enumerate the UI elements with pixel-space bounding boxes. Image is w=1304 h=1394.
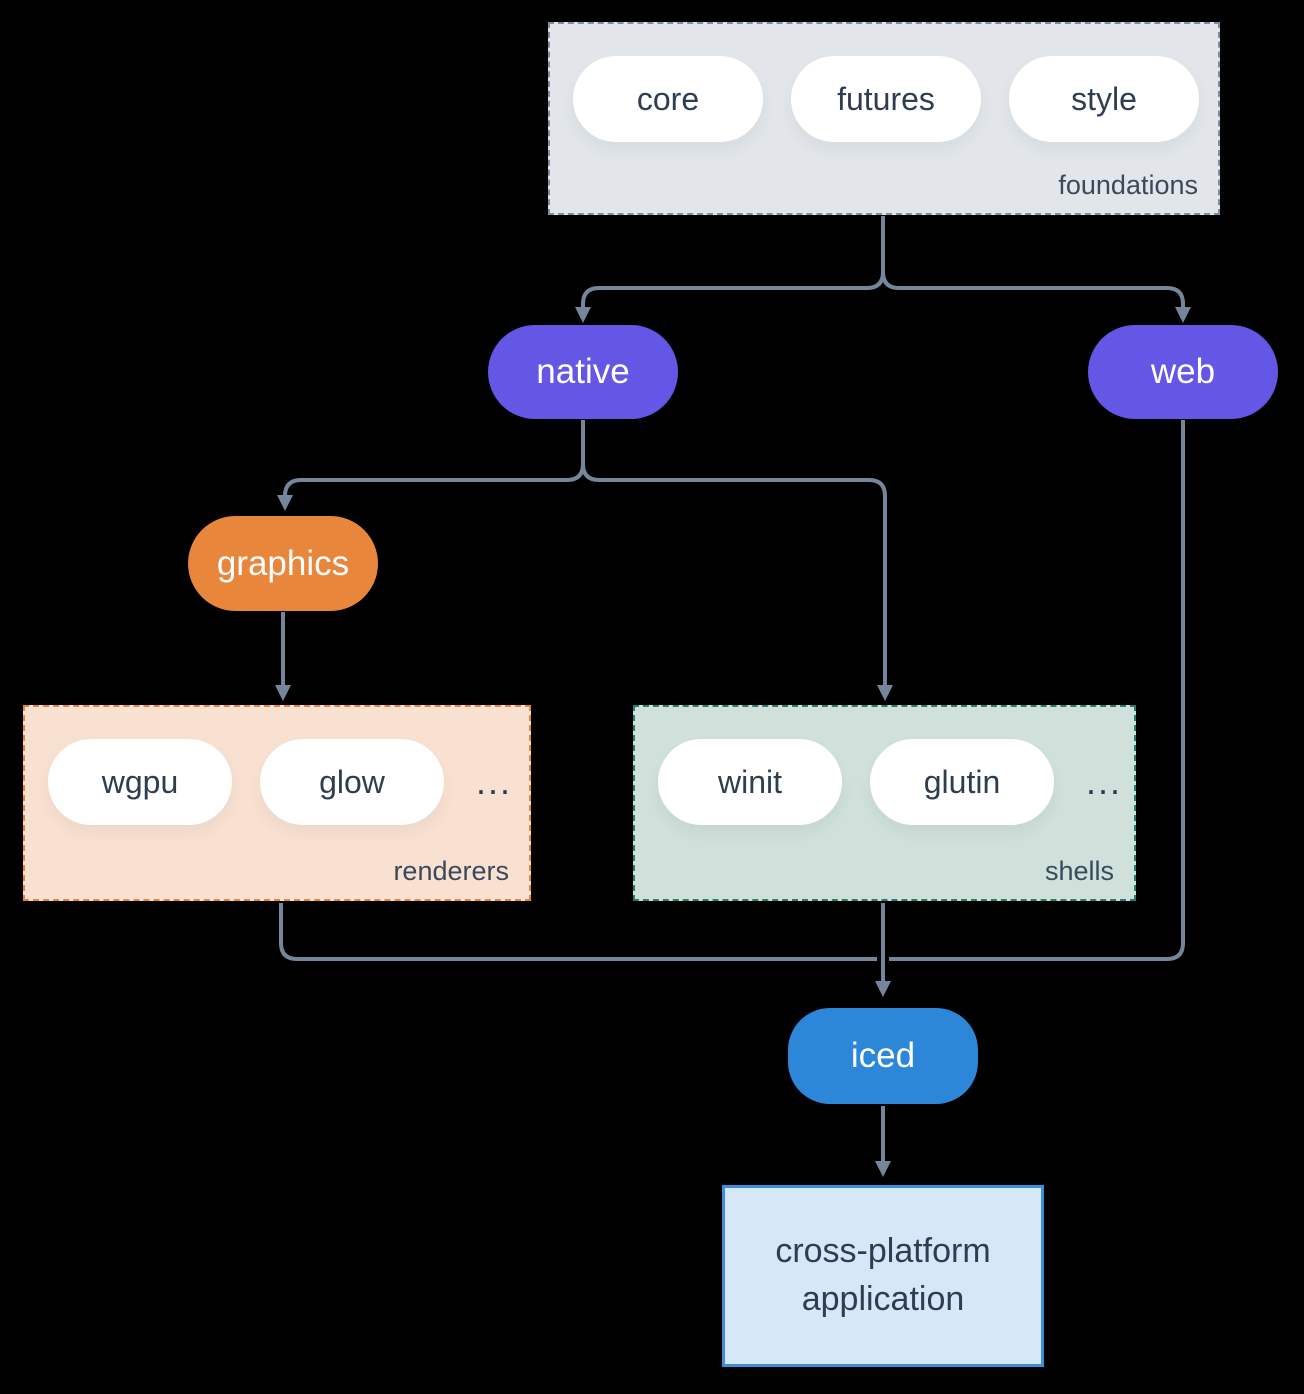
edge-native-shells <box>581 446 893 701</box>
crate-wgpu: wgpu <box>48 739 232 825</box>
node-web: web <box>1088 325 1278 419</box>
shells-group-label: shells <box>1044 856 1114 886</box>
crate-glow: glow <box>260 739 444 825</box>
node-cross-platform-application: cross-platform application <box>722 1185 1044 1367</box>
shells-pill-row: winit glutin ... <box>635 707 1134 825</box>
edge-native-graphics <box>277 420 585 511</box>
group-renderers: wgpu glow ... renderers <box>23 705 531 901</box>
crate-style: style <box>1009 56 1199 142</box>
crate-futures: futures <box>791 56 981 142</box>
edge-web-bus <box>889 420 1185 961</box>
crate-winit: winit <box>658 739 842 825</box>
edge-foundations-native <box>575 216 885 323</box>
edge-renderers-bus <box>279 903 877 961</box>
renderers-pill-row: wgpu glow ... <box>25 707 529 825</box>
renderers-ellipsis: ... <box>476 761 513 802</box>
node-iced: iced <box>788 1008 978 1104</box>
node-graphics: graphics <box>188 516 378 611</box>
group-foundations: core futures style foundations <box>548 22 1220 215</box>
node-native: native <box>488 325 678 419</box>
foundations-pill-row: core futures style <box>550 24 1218 142</box>
application-label: cross-platform application <box>775 1232 991 1318</box>
crate-glutin: glutin <box>870 739 1054 825</box>
edge-foundations-web <box>881 252 1191 323</box>
renderers-group-label: renderers <box>393 856 509 886</box>
group-shells: winit glutin ... shells <box>633 705 1136 901</box>
shells-ellipsis: ... <box>1086 761 1123 802</box>
foundations-group-label: foundations <box>1058 170 1198 200</box>
crate-core: core <box>573 56 763 142</box>
